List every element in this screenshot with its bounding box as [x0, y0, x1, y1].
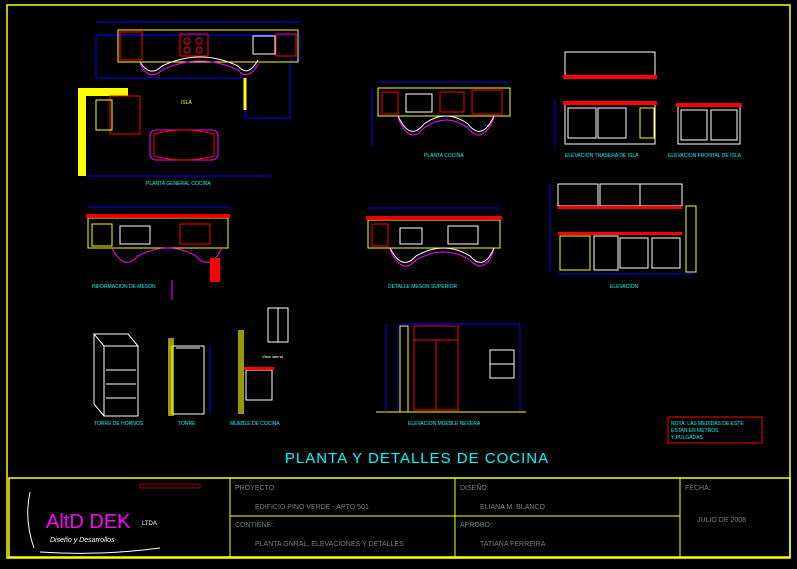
drawing-frame: [6, 4, 791, 559]
planta-cocina-label: PLANTA COCINA: [424, 153, 464, 159]
view-detalle-meson: DETALLE MESON SUPERIOR: [366, 207, 502, 290]
view-elev-frontal-isla: ELEVACION FRONTAL DE ISLA: [668, 103, 742, 159]
view-planta-cocina: PLANTA COCINA: [371, 81, 511, 159]
torre-hornos-label: TORRE DE HORNOS: [94, 421, 144, 427]
elev-frontal-label: ELEVACION FRONTAL DE ISLA: [668, 153, 742, 159]
view-torre-hornos: TORRE DE HORNOS: [92, 333, 144, 427]
vista-lateral-label: Vista lateral: [262, 354, 283, 359]
elev-nevera-label: ELEVACION MUEBLE NEVERA: [408, 421, 481, 427]
proyecto-label: PROYECTO:: [235, 485, 276, 492]
proyecto-value: EDIFICIO PINO VERDE - APTO 501: [255, 504, 369, 511]
drawing-title: PLANTA Y DETALLES DE COCINA: [285, 450, 549, 467]
informacion-meson-label: INFORMACION DE MESON: [92, 284, 156, 290]
fecha-value: JULIO DE 2008: [697, 517, 746, 524]
logo-suffix: LTDA: [142, 521, 157, 527]
mueble-cocina-label: MUEBLE DE COCINA: [230, 421, 280, 427]
logo-brand: AltD DEK: [46, 511, 131, 533]
isla-label: ISLA: [181, 100, 193, 106]
note-box: NOTA: LAS MEDIDAS DE ESTE ESTAN EN METRO…: [667, 416, 763, 444]
note-line-2: ESTAN EN METROS: [671, 428, 719, 434]
view-planta-general: ISLA PLANTA GENERAL COCINA: [78, 21, 301, 187]
torre-label: TORRE: [178, 421, 196, 427]
logo-tagline: Diseño y Desarrollos: [50, 537, 115, 544]
diseno-value: ELIANA M. BLANCO: [480, 504, 546, 511]
fecha-label: FECHA:: [685, 485, 711, 492]
diseno-label: DISEÑO:: [460, 483, 489, 492]
aprobo-value: TATIANA FERREIRA: [480, 541, 546, 548]
note-line-3: Y PULGADAS: [671, 435, 704, 441]
view-elevacion: ELEVACION: [549, 183, 697, 290]
view-elev-mueble-nevera: ELEVACION MUEBLE NEVERA: [376, 323, 526, 427]
title-block: AltD DEK LTDA Diseño y Desarrollos PROYE…: [8, 477, 791, 558]
view-torre: TORRE: [168, 338, 211, 427]
elevacion-label: ELEVACION: [610, 284, 639, 290]
aprobo-label: APROBO:: [460, 522, 492, 529]
view-elev-trasera-isla: ELEVACION TRASERA DE ISLA: [554, 51, 657, 159]
view-mueble-cocina: Vista lateral MUEBLE DE COCINA: [230, 307, 289, 427]
elev-trasera-label: ELEVACION TRASERA DE ISLA: [565, 153, 639, 159]
contiene-value: PLANTA GNRAL, ELEVACIONES Y DETALLES: [255, 541, 404, 548]
detalle-meson-label: DETALLE MESON SUPERIOR: [388, 284, 457, 290]
contiene-label: CONTIENE:: [235, 522, 273, 529]
planta-general-label: PLANTA GENERAL COCINA: [146, 181, 211, 187]
view-informacion-meson: INFORMACION DE MESON: [86, 206, 230, 300]
note-line-1: NOTA: LAS MEDIDAS DE ESTE: [671, 421, 744, 427]
company-logo: AltD DEK LTDA Diseño y Desarrollos: [27, 483, 201, 554]
